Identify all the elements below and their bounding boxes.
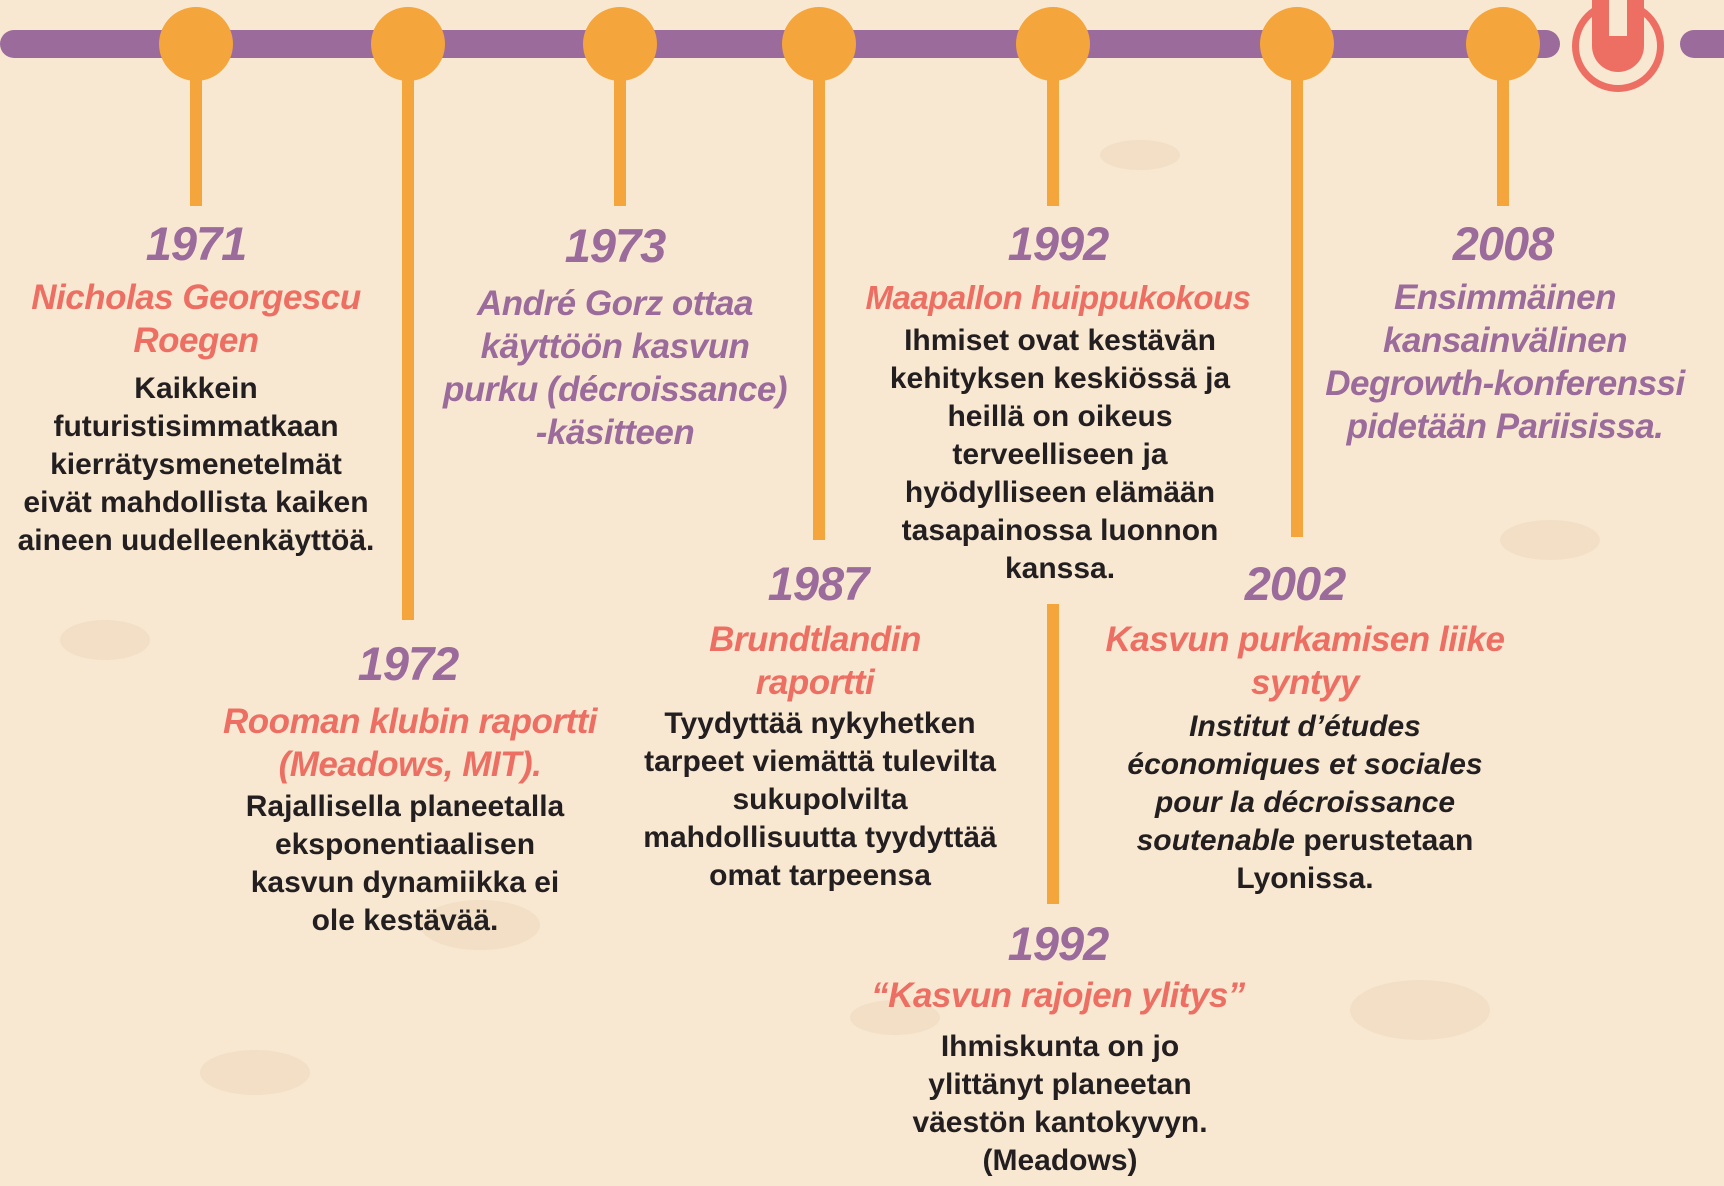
title-1973: André Gorz ottaa käyttöön kasvun purku (…	[443, 284, 788, 452]
node-1973	[583, 7, 657, 81]
node-2002	[1260, 7, 1334, 81]
stem-1992a	[1047, 60, 1059, 206]
body-1972: Rajallisella planeetalla eksponentiaalis…	[245, 790, 565, 937]
stem-2002	[1291, 60, 1303, 537]
year-1971: 1971	[145, 217, 248, 270]
stem-2008	[1497, 60, 1509, 206]
year-1972: 1972	[357, 637, 460, 690]
body-1992-limits: Ihmiskunta on jo ylittänyt planeetan väe…	[912, 1030, 1208, 1177]
title-2002: Kasvun purkamisen liike syntyy	[1105, 620, 1505, 702]
stem-1972	[402, 60, 414, 620]
node-1992	[1016, 7, 1090, 81]
year-1992-summit: 1992	[1007, 217, 1110, 270]
node-1987	[782, 7, 856, 81]
title-1987: Brundtlandin raportti	[709, 620, 921, 702]
year-2002: 2002	[1244, 557, 1347, 610]
node-1971	[159, 7, 233, 81]
body-2002: Institut d’études économiques et sociale…	[1110, 708, 1500, 898]
year-2008: 2008	[1452, 217, 1555, 270]
body-2002-rest: perustetaan Lyonissa.	[1236, 824, 1474, 895]
stem-1973	[614, 60, 626, 206]
timeline-line-end	[1680, 30, 1724, 58]
year-1987: 1987	[767, 557, 870, 610]
stem-1971	[190, 60, 202, 206]
body-1992-summit: Ihmiset ovat kestävän kehityksen keskiös…	[889, 324, 1231, 585]
title-2008: Ensimmäinen kansainvälinen Degrowth-konf…	[1325, 278, 1685, 446]
node-1972	[371, 7, 445, 81]
year-1992-limits: 1992	[1007, 917, 1110, 970]
node-2008	[1466, 7, 1540, 81]
title-1992-summit: Maapallon huippukokous	[865, 279, 1251, 316]
stem-1992b	[1047, 604, 1059, 904]
body-2002-institute: Institut d’études économiques et sociale…	[1127, 710, 1483, 857]
year-1973: 1973	[564, 219, 667, 272]
title-1972: Rooman klubin raportti (Meadows, MIT).	[223, 702, 598, 784]
body-1971: Kaikkein futuristisimmatkaan kierrätysme…	[17, 372, 375, 557]
title-1992-limits: “Kasvun rajojen ylitys”	[871, 976, 1245, 1015]
title-1971: Nicholas Georgescu Roegen	[31, 278, 361, 360]
stem-1987	[813, 60, 825, 540]
body-1987: Tyydyttää nykyhetken tarpeet viemättä tu…	[643, 707, 997, 892]
